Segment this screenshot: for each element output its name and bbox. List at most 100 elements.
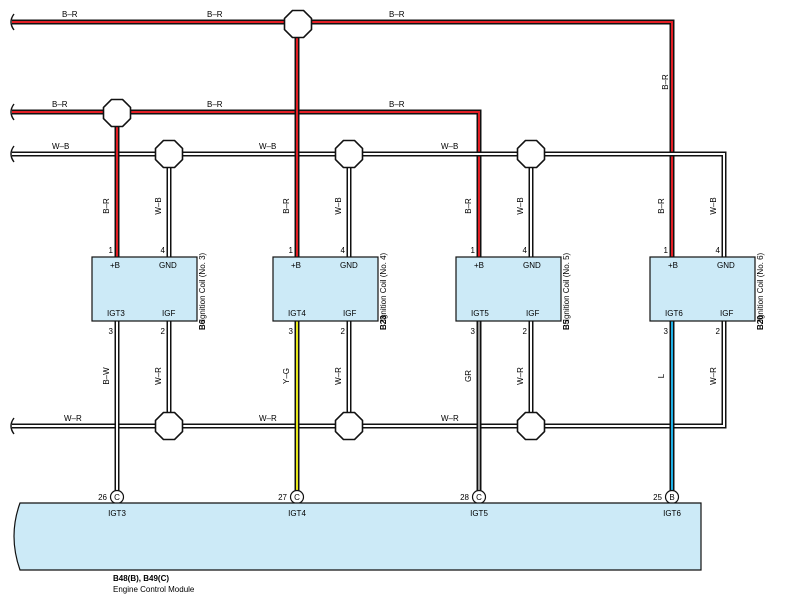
wire-label-igf: W–R bbox=[154, 367, 163, 385]
pin-number-4: 4 bbox=[341, 246, 346, 255]
components-layer bbox=[13, 256, 756, 571]
ignition-coil-box-4 bbox=[272, 256, 379, 322]
wire-label-igt: L bbox=[657, 373, 666, 378]
wire-label-igt: B–W bbox=[102, 367, 111, 385]
break-second bbox=[10, 103, 15, 121]
ignition-coil-box-3 bbox=[91, 256, 198, 322]
pin-number-2: 2 bbox=[716, 327, 721, 336]
ecm-code: B48(B), B49(C) bbox=[113, 574, 169, 583]
ecm-pin-number: 27 bbox=[278, 493, 287, 502]
junction-wr-3 bbox=[516, 411, 546, 441]
wire-label-pb: B–R bbox=[657, 198, 666, 214]
pin-plus-b: +B bbox=[668, 261, 678, 270]
wire-label-igf: W–R bbox=[709, 367, 718, 385]
pin-number-2: 2 bbox=[523, 327, 528, 336]
bus-wb-label: W–B bbox=[259, 142, 276, 151]
pin-number-2: 2 bbox=[161, 327, 166, 336]
ecm-connector-letter: C bbox=[476, 493, 482, 502]
coil-name: Ignition Coil (No. 3) bbox=[198, 252, 207, 321]
bus-top-label: B–R bbox=[389, 10, 405, 19]
bus-second-label: B–R bbox=[389, 100, 405, 109]
junction-nodes-layer bbox=[102, 9, 680, 505]
pin-number-2: 2 bbox=[341, 327, 346, 336]
bus-wb-label: W–B bbox=[52, 142, 69, 151]
pin-igt: IGT6 bbox=[665, 309, 683, 318]
ecm-pin-label: IGT6 bbox=[663, 509, 681, 518]
pin-gnd: GND bbox=[523, 261, 541, 270]
pin-igf: IGF bbox=[343, 309, 356, 318]
ecm-pin-label: IGT5 bbox=[470, 509, 488, 518]
pin-igf: IGF bbox=[162, 309, 175, 318]
coil-name: Ignition Coil (No. 4) bbox=[379, 252, 388, 321]
ecm-name: Engine Control Module bbox=[113, 585, 195, 594]
wire-label-pb: B–R bbox=[282, 198, 291, 214]
coil-name: Ignition Coil (No. 6) bbox=[756, 252, 765, 321]
pin-plus-b: +B bbox=[474, 261, 484, 270]
pin-igt: IGT4 bbox=[288, 309, 306, 318]
pin-igf: IGF bbox=[526, 309, 539, 318]
ecm-pin-label: IGT4 bbox=[288, 509, 306, 518]
bus-top-br-inner bbox=[12, 21, 673, 257]
coil-code: B6 bbox=[198, 319, 207, 330]
coil-code: B23 bbox=[379, 315, 388, 330]
wire-label-igf: W–R bbox=[516, 367, 525, 385]
junction-wb-2 bbox=[334, 139, 364, 169]
bus-top-label: B–R bbox=[207, 10, 223, 19]
pin-igt: IGT5 bbox=[471, 309, 489, 318]
junction-second bbox=[102, 98, 132, 128]
pin-number-4: 4 bbox=[161, 246, 166, 255]
pin-igf: IGF bbox=[720, 309, 733, 318]
wire-label-igt: Y–G bbox=[282, 368, 291, 384]
bus-second-label: B–R bbox=[52, 100, 68, 109]
junction-wb-3 bbox=[516, 139, 546, 169]
wire-label-gnd: W–B bbox=[516, 197, 525, 214]
bus-wb-inner bbox=[12, 153, 725, 257]
ecm-box bbox=[13, 502, 702, 571]
wire-label-pb: B–R bbox=[464, 198, 473, 214]
coil-code: B5 bbox=[562, 319, 571, 330]
junction-wr-1 bbox=[154, 411, 184, 441]
pin-plus-b: +B bbox=[110, 261, 120, 270]
wire-label-pb: B–R bbox=[102, 198, 111, 214]
pin-gnd: GND bbox=[159, 261, 177, 270]
wire-label-igt: GR bbox=[464, 370, 473, 382]
pin-gnd: GND bbox=[717, 261, 735, 270]
bus-wb-label: W–B bbox=[441, 142, 458, 151]
pin-number-3: 3 bbox=[109, 327, 114, 336]
pin-number-3: 3 bbox=[664, 327, 669, 336]
pin-number-1: 1 bbox=[664, 246, 669, 255]
pin-number-3: 3 bbox=[471, 327, 476, 336]
break-top bbox=[10, 13, 15, 31]
wires-layer bbox=[10, 13, 727, 497]
ecm-connector-letter: B bbox=[669, 493, 674, 502]
coil-name: Ignition Coil (No. 5) bbox=[562, 252, 571, 321]
ecm-pin-number: 25 bbox=[653, 493, 662, 502]
pin-igt: IGT3 bbox=[107, 309, 125, 318]
pin-gnd: GND bbox=[340, 261, 358, 270]
pin-number-4: 4 bbox=[523, 246, 528, 255]
pin-number-1: 1 bbox=[471, 246, 476, 255]
labels-layer: B–R B–R B–R B–R B–R B–R W–B W–B W–B W–R W–R W–R B–R +… bbox=[52, 10, 765, 594]
ecm-connector-letter: C bbox=[114, 493, 120, 502]
ecm-pin-label: IGT3 bbox=[108, 509, 126, 518]
junction-top bbox=[283, 9, 313, 39]
branch-top-label: B–R bbox=[661, 74, 670, 90]
bus-top-label: B–R bbox=[62, 10, 78, 19]
wire-label-gnd: W–B bbox=[334, 197, 343, 214]
coil-code: B20 bbox=[756, 315, 765, 330]
bus-wr-label: W–R bbox=[259, 414, 277, 423]
bus-wr-inner bbox=[12, 321, 725, 427]
bus-wr-label: W–R bbox=[64, 414, 82, 423]
break-wr bbox=[10, 417, 15, 435]
pin-plus-b: +B bbox=[291, 261, 301, 270]
break-wb bbox=[10, 145, 15, 163]
bus-second-label: B–R bbox=[207, 100, 223, 109]
bus-wr-label: W–R bbox=[441, 414, 459, 423]
pin-number-1: 1 bbox=[109, 246, 114, 255]
bus-top-br-outer bbox=[12, 19, 675, 257]
wire-label-gnd: W–B bbox=[709, 197, 718, 214]
ecm-connector-letter: C bbox=[294, 493, 300, 502]
bus-second-br-outer bbox=[12, 109, 482, 257]
pin-number-1: 1 bbox=[289, 246, 294, 255]
